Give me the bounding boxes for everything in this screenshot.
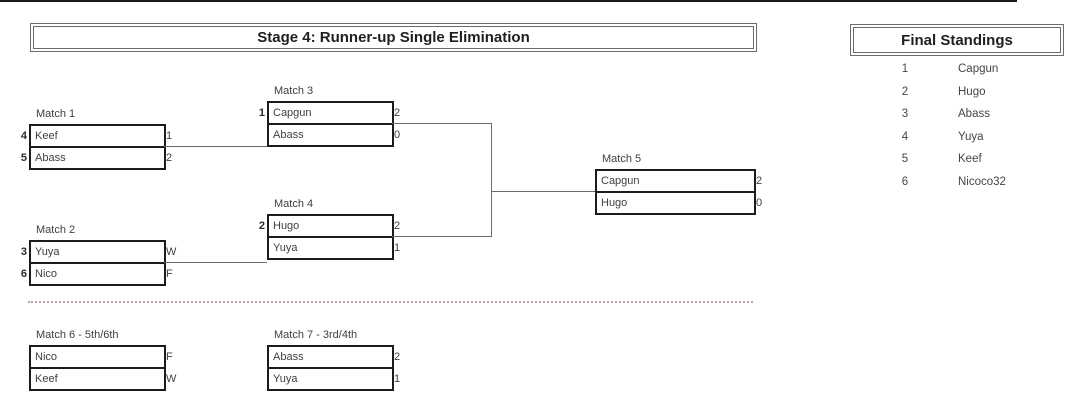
match-label: Match 3 xyxy=(274,85,314,97)
player-name: Yuya xyxy=(273,242,298,254)
standings-row: 5 Keef xyxy=(850,148,1064,171)
standings-rank: 6 xyxy=(901,175,909,188)
player-name: Yuya xyxy=(273,373,298,385)
match-4: Match 4 2 Hugo Yuya 2 1 xyxy=(253,198,453,262)
match-label: Match 1 xyxy=(36,108,76,120)
stage-title-box: Stage 4: Runner-up Single Elimination xyxy=(30,23,757,52)
match-box: Hugo Yuya xyxy=(267,214,394,260)
match-score: 1 xyxy=(394,242,401,254)
player-name: Abass xyxy=(35,152,66,164)
match-box: Yuya Nico xyxy=(29,240,166,286)
match-2: Match 2 3 6 Yuya Nico W F xyxy=(15,224,215,288)
seed-number: 3 xyxy=(20,246,27,258)
standings-row: 6 Nicoco32 xyxy=(850,171,1064,194)
player-name: Keef xyxy=(35,373,58,385)
match-7: Match 7 - 3rd/4th Abass Yuya 2 1 xyxy=(253,329,453,393)
match-score: 2 xyxy=(756,175,763,187)
player-name: Nico xyxy=(31,347,164,369)
match-score: 2 xyxy=(394,220,401,232)
player-name: Hugo xyxy=(601,197,628,209)
player-name: Capgun xyxy=(269,103,392,125)
match-label: Match 4 xyxy=(274,198,314,210)
player-name: Nico xyxy=(35,268,58,280)
match-score: F xyxy=(166,351,173,363)
connector-line xyxy=(491,191,595,192)
final-standings-title-box: Final Standings xyxy=(850,24,1064,56)
standings-row: 2 Hugo xyxy=(850,81,1064,104)
connector-line xyxy=(392,123,491,124)
seed-number: 5 xyxy=(20,152,27,164)
standings-rank: 2 xyxy=(901,85,909,98)
match-score: F xyxy=(166,268,173,280)
seed-number: 2 xyxy=(258,220,265,232)
stage-title: Stage 4: Runner-up Single Elimination xyxy=(33,26,754,49)
match-box: Capgun Abass xyxy=(267,101,394,147)
player-name: Keef xyxy=(31,126,164,148)
player-name: Yuya xyxy=(31,242,164,264)
top-crop-edge-line xyxy=(0,0,1017,2)
player-name: Hugo xyxy=(269,216,392,238)
match-box: Keef Abass xyxy=(29,124,166,170)
standings-row: 4 Yuya xyxy=(850,126,1064,149)
match-box: Nico Keef xyxy=(29,345,166,391)
match-label: Match 6 - 5th/6th xyxy=(36,329,119,341)
match-score: W xyxy=(166,373,177,385)
connector-line xyxy=(392,236,491,237)
final-standings-title: Final Standings xyxy=(853,27,1061,53)
seed-number: 1 xyxy=(258,107,265,119)
standings-player-name: Yuya xyxy=(958,130,984,143)
match-5: Match 5 Capgun Hugo 2 0 xyxy=(581,153,781,217)
standings-rank: 4 xyxy=(901,130,909,143)
standings-row: 1 Capgun xyxy=(850,58,1064,81)
match-label: Match 2 xyxy=(36,224,76,236)
match-6: Match 6 - 5th/6th Nico Keef F W xyxy=(15,329,215,393)
standings-rank: 5 xyxy=(901,153,909,165)
player-name: Capgun xyxy=(597,171,754,193)
match-box: Capgun Hugo xyxy=(595,169,756,215)
match-label: Match 7 - 3rd/4th xyxy=(274,329,358,341)
seed-number: 6 xyxy=(20,268,27,280)
connector-line xyxy=(164,262,267,263)
connector-line xyxy=(164,146,267,147)
player-name: Abass xyxy=(269,347,392,369)
page-break-dotted-line xyxy=(28,301,753,303)
match-score: 0 xyxy=(756,197,763,209)
match-1: Match 1 4 5 Keef Abass 1 2 xyxy=(15,108,215,172)
connector-line xyxy=(491,123,492,237)
match-score: 2 xyxy=(394,107,401,119)
match-score: 0 xyxy=(394,129,401,141)
match-score: 1 xyxy=(166,130,173,142)
final-standings-list: 1 Capgun 2 Hugo 3 Abass 4 Yuya 5 Keef 6 Nicoco… xyxy=(850,58,1064,193)
match-score: 1 xyxy=(394,373,401,385)
match-label: Match 5 xyxy=(602,153,642,165)
match-score: 2 xyxy=(394,351,401,363)
standings-player-name: Keef xyxy=(958,153,982,165)
match-score: W xyxy=(166,246,177,258)
match-3: Match 3 1 Capgun Abass 2 0 xyxy=(253,85,453,149)
match-score: 2 xyxy=(166,152,173,164)
standings-player-name: Abass xyxy=(958,108,990,120)
standings-player-name: Hugo xyxy=(958,85,986,98)
standings-player-name: Nicoco32 xyxy=(958,175,1006,188)
standings-row: 3 Abass xyxy=(850,103,1064,126)
player-name: Abass xyxy=(273,129,304,141)
match-box: Abass Yuya xyxy=(267,345,394,391)
standings-rank: 3 xyxy=(901,108,909,120)
seed-number: 4 xyxy=(20,130,27,142)
standings-player-name: Capgun xyxy=(958,63,999,75)
standings-rank: 1 xyxy=(901,63,909,75)
